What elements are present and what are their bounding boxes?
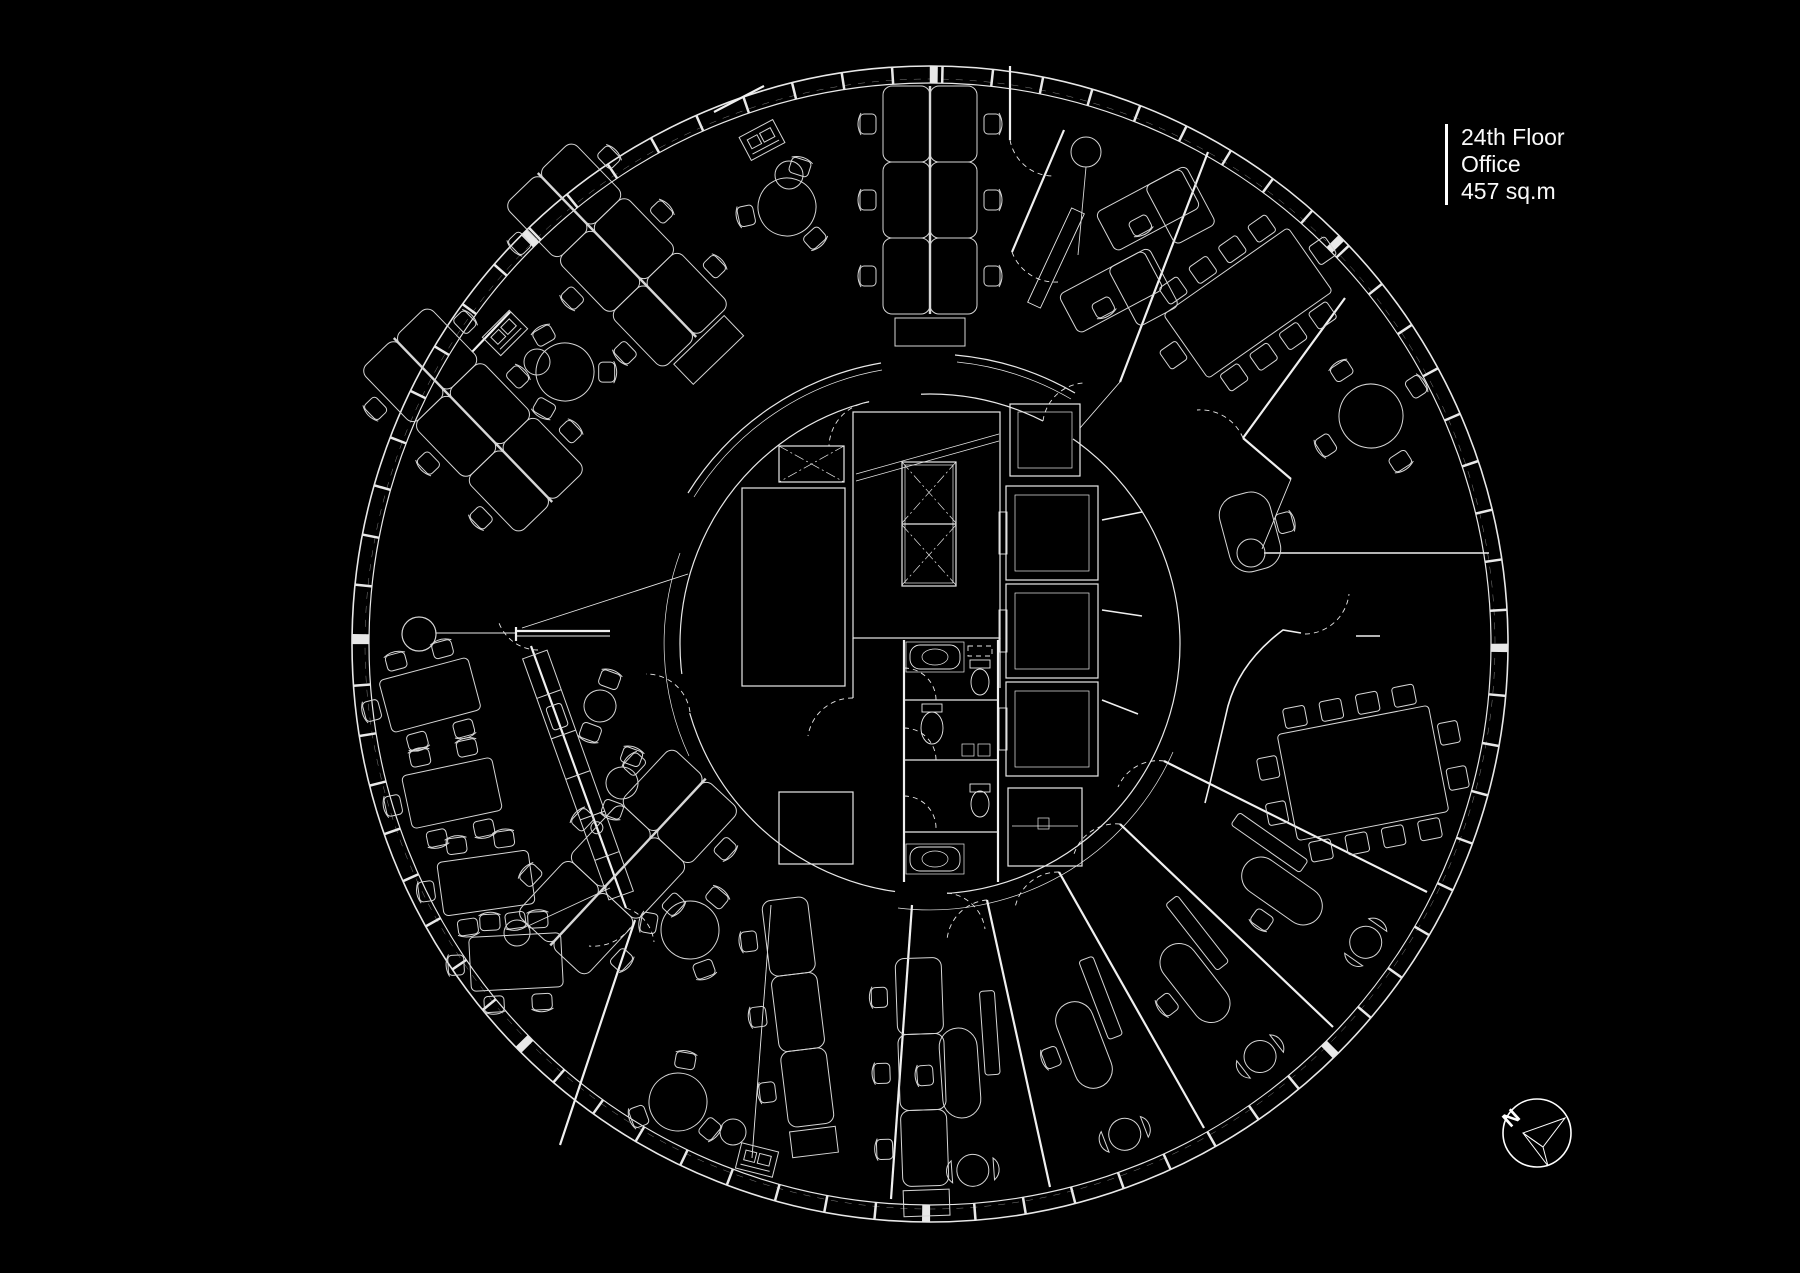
circulation-core bbox=[663, 354, 1181, 911]
kitchen-counter bbox=[521, 649, 635, 901]
reception-desk bbox=[1218, 491, 1298, 573]
core-service-rooms bbox=[741, 445, 854, 865]
bench-cluster-top-left-1 bbox=[486, 123, 770, 410]
partition-walls bbox=[436, 66, 1489, 1200]
cafeteria-table bbox=[373, 734, 508, 858]
kitchen bbox=[521, 649, 650, 901]
office-suite bbox=[1191, 812, 1399, 993]
floor-label-line3: 457 sq.m bbox=[1461, 178, 1556, 204]
floor-label-line2: Office bbox=[1461, 151, 1521, 177]
round-table-3 bbox=[629, 858, 762, 990]
l-desk-1 bbox=[1095, 165, 1216, 271]
floor-label-line1: 24th Floor bbox=[1461, 124, 1565, 150]
round-table-3 bbox=[496, 302, 627, 428]
coat-stand bbox=[1236, 538, 1266, 568]
coat-stand bbox=[1070, 136, 1102, 168]
stair bbox=[852, 411, 1001, 698]
meeting-table-top-right bbox=[1158, 213, 1338, 393]
round-table-4 bbox=[1308, 353, 1433, 478]
bench-cluster-bottom-1 bbox=[734, 896, 838, 1161]
bench-cluster-bottom-left bbox=[498, 730, 759, 995]
workstations bbox=[342, 86, 1298, 1218]
private-offices bbox=[910, 812, 1399, 1190]
kitchen-table bbox=[572, 665, 628, 747]
conference-table-right bbox=[1255, 683, 1471, 863]
office-suite bbox=[1013, 956, 1162, 1168]
north-arrow: N bbox=[1498, 1098, 1572, 1168]
waste-bin bbox=[774, 160, 804, 190]
cafeteria bbox=[349, 616, 564, 1017]
bench-cluster-top-left-2 bbox=[342, 288, 604, 552]
floor-label: 24th Floor Office 457 sq.m bbox=[1445, 124, 1565, 205]
north-arrow-blade-light bbox=[1521, 1116, 1567, 1148]
north-label: N bbox=[1498, 1105, 1525, 1132]
cafeteria-table bbox=[349, 634, 487, 763]
north-arrow-blade-dark bbox=[1522, 1132, 1549, 1167]
bench-cluster-top bbox=[858, 86, 1002, 347]
round-tables bbox=[496, 142, 1434, 1146]
round-table-3 bbox=[728, 142, 850, 256]
round-table-3 bbox=[622, 1042, 736, 1146]
building-facade bbox=[351, 65, 1509, 1223]
meeting-tables bbox=[1158, 213, 1471, 863]
coat-stand bbox=[503, 919, 531, 947]
bench-cluster-bottom-2 bbox=[868, 957, 950, 1217]
office-suite bbox=[1110, 895, 1296, 1100]
elevator-bank bbox=[998, 403, 1143, 867]
copier bbox=[738, 119, 786, 161]
equipment bbox=[481, 119, 1266, 1178]
column-left bbox=[401, 616, 437, 652]
waste-bin bbox=[523, 348, 551, 376]
restrooms bbox=[902, 640, 1000, 882]
l-desk-2 bbox=[1058, 247, 1179, 353]
door-swings bbox=[497, 139, 1350, 947]
office-suite bbox=[910, 990, 1008, 1189]
waste-bin bbox=[719, 1118, 747, 1146]
